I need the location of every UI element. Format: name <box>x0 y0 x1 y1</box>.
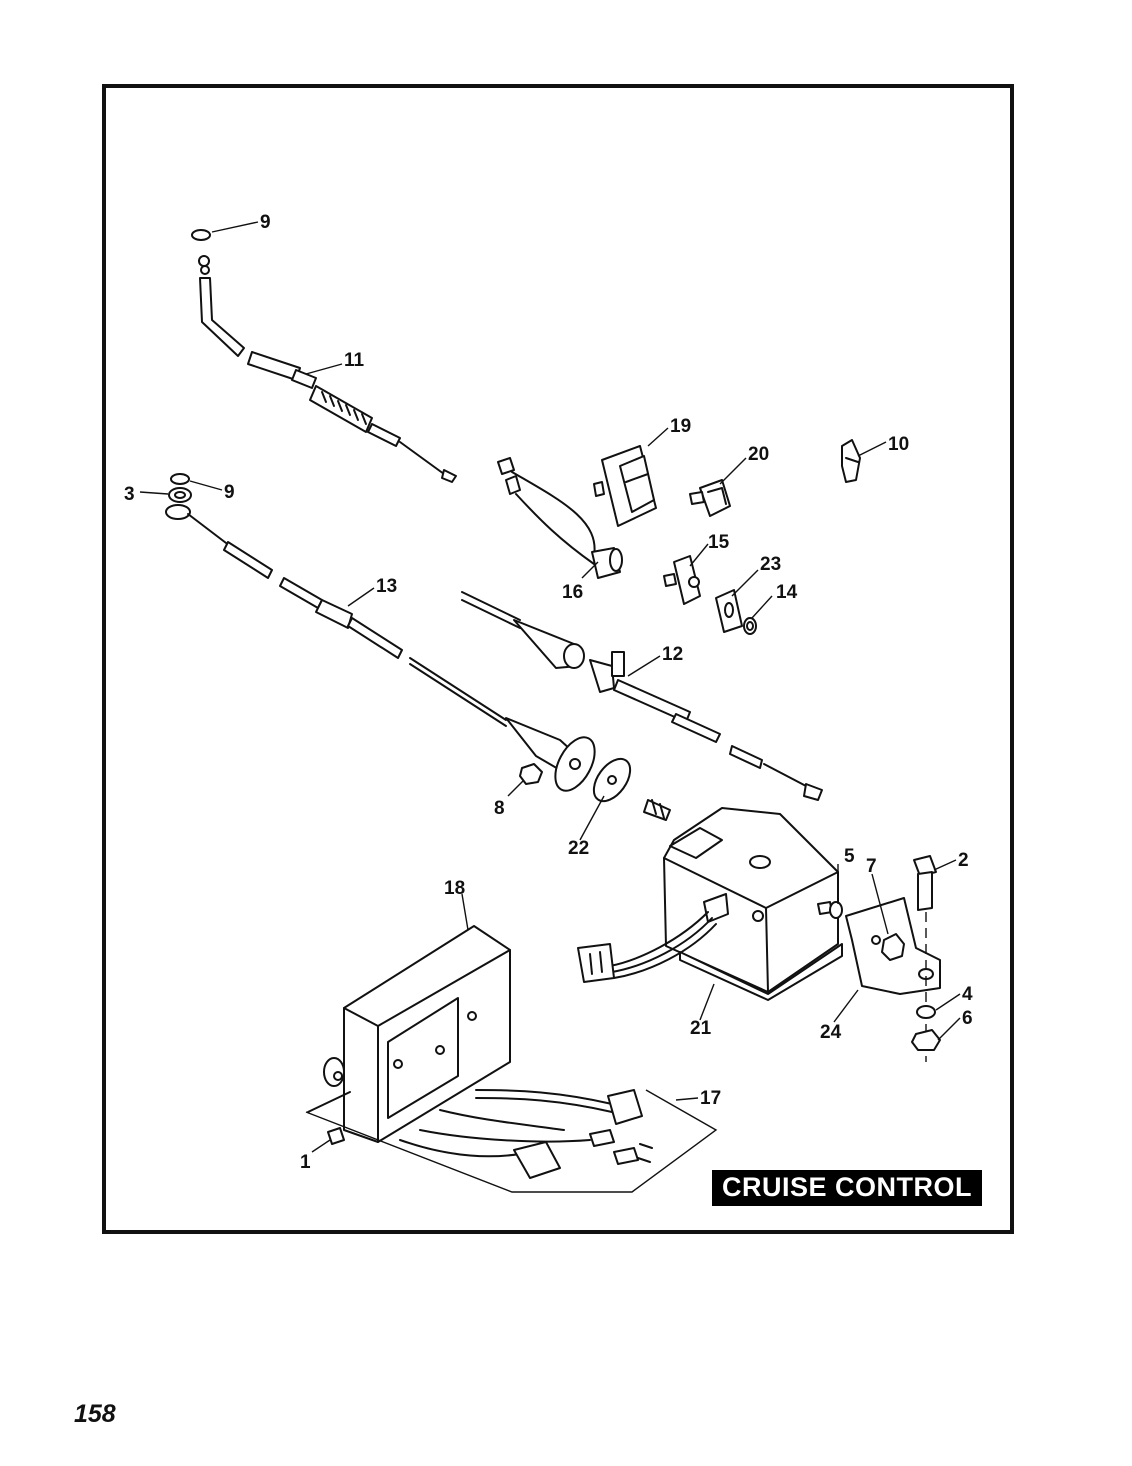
callout-labels: 9 11 3 9 13 19 20 10 16 15 23 14 12 8 22… <box>124 212 973 1173</box>
part-9-clip-left <box>170 473 190 485</box>
callout-19: 19 <box>670 416 691 437</box>
part-10-clip <box>841 439 861 483</box>
callout-14: 14 <box>776 582 798 603</box>
callout-24: 24 <box>820 1022 842 1043</box>
callout-12: 12 <box>662 644 683 665</box>
callout-8: 8 <box>494 798 505 819</box>
callout-18: 18 <box>444 878 465 899</box>
part-13-speed-cable <box>165 504 596 792</box>
diagram-frame <box>102 84 1014 1234</box>
callout-15: 15 <box>708 532 730 553</box>
part-4-washer <box>916 1005 936 1019</box>
part-3-washer <box>168 487 192 503</box>
callout-20: 20 <box>748 444 769 465</box>
part-15-toggle-switch <box>663 555 701 605</box>
part-8-nut <box>519 763 543 785</box>
part-1-screw <box>307 1091 351 1145</box>
callout-6: 6 <box>962 1008 973 1029</box>
leader-lines <box>139 221 961 1153</box>
part-19-rocker-switch <box>593 445 657 527</box>
page-number: 158 <box>74 1400 116 1428</box>
part-21-servo-unit <box>577 799 843 1001</box>
part-12-cable-assembly <box>461 591 823 801</box>
callout-17: 17 <box>700 1088 721 1109</box>
callout-7: 7 <box>866 856 877 877</box>
part-16-switch-harness <box>497 457 623 579</box>
callout-9-left: 9 <box>224 482 235 503</box>
callout-16: 16 <box>562 582 583 603</box>
callout-23: 23 <box>760 554 781 575</box>
part-6-nut <box>911 1029 941 1051</box>
part-17-wiring-harness <box>305 1089 718 1193</box>
part-5-washer <box>829 901 843 919</box>
part-23-plate <box>715 589 743 633</box>
callout-2: 2 <box>958 850 969 871</box>
part-20-switch <box>689 479 731 517</box>
callout-9-top: 9 <box>260 212 271 233</box>
part-22-gasket <box>592 757 632 803</box>
callout-10: 10 <box>888 434 909 455</box>
part-7-nut <box>881 933 905 961</box>
callout-11: 11 <box>344 350 365 371</box>
part-18-control-module <box>323 925 511 1143</box>
callout-1: 1 <box>300 1152 311 1173</box>
callout-4: 4 <box>962 984 973 1005</box>
callout-22: 22 <box>568 838 589 859</box>
part-14-ring <box>743 617 757 635</box>
part-9-clip-top <box>191 229 211 241</box>
callout-5: 5 <box>844 846 855 867</box>
callout-3: 3 <box>124 484 135 505</box>
part-2-bolt <box>913 855 937 1062</box>
cruise-control-title-badge: CRUISE CONTROL <box>712 1170 982 1206</box>
callout-13: 13 <box>376 576 397 597</box>
part-11-throttle-cable <box>198 255 457 483</box>
callout-21: 21 <box>690 1018 712 1039</box>
